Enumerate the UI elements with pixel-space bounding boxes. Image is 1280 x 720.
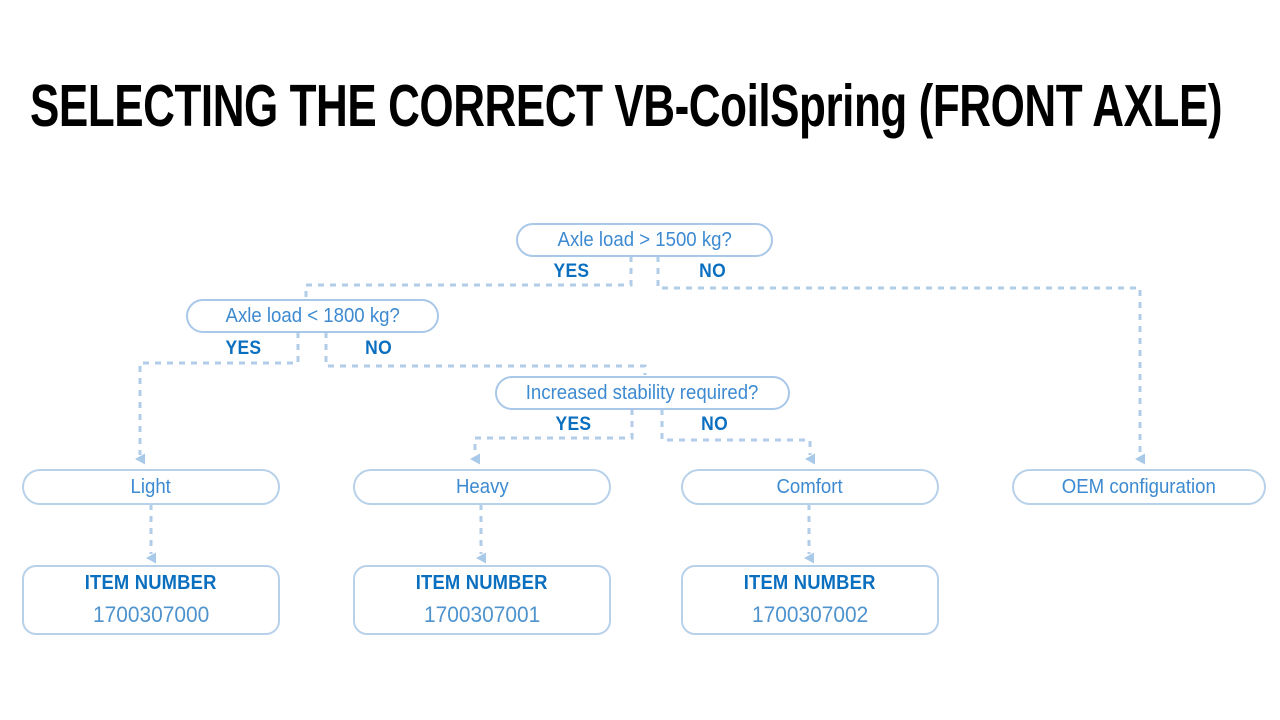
edge-d3-yes (470, 409, 634, 465)
branch-label-d2-no: NO (365, 338, 392, 359)
item-number-box-light[interactable]: ITEM NUMBER 1700307000 (22, 565, 280, 635)
item-number-heading: ITEM NUMBER (744, 572, 876, 594)
result-node-comfort[interactable]: Comfort (681, 469, 939, 505)
item-number-value: 1700307002 (751, 602, 869, 627)
edge-d1-no (656, 256, 1145, 465)
page-title: SELECTING THE CORRECT VB-CoilSpring (FRO… (30, 72, 1223, 140)
edge-d3-no (660, 409, 815, 465)
branch-label-d1-no: NO (699, 261, 726, 282)
item-number-value: 1700307001 (423, 602, 541, 627)
decision-label: Axle load < 1800 kg? (225, 305, 400, 327)
decision-node-axle-load-1800[interactable]: Axle load < 1800 kg? (186, 299, 439, 333)
branch-label-d3-yes: YES (555, 414, 592, 435)
item-number-box-heavy[interactable]: ITEM NUMBER 1700307001 (353, 565, 611, 635)
decision-label: Increased stability required? (526, 382, 759, 404)
result-node-oem-configuration[interactable]: OEM configuration (1012, 469, 1266, 505)
branch-label-d2-yes: YES (225, 338, 262, 359)
result-label: Comfort (776, 476, 844, 498)
branch-label-d1-yes: YES (553, 261, 590, 282)
decision-node-axle-load-1500[interactable]: Axle load > 1500 kg? (516, 223, 773, 257)
item-number-box-comfort[interactable]: ITEM NUMBER 1700307002 (681, 565, 939, 635)
result-label: Heavy (455, 476, 509, 498)
result-label: Light (130, 476, 172, 498)
decision-node-increased-stability[interactable]: Increased stability required? (495, 376, 790, 410)
edge-d2-yes (135, 332, 300, 465)
result-label: OEM configuration (1061, 476, 1217, 498)
item-number-heading: ITEM NUMBER (416, 572, 548, 594)
branch-label-d3-no: NO (701, 414, 728, 435)
result-node-light[interactable]: Light (22, 469, 280, 505)
result-node-heavy[interactable]: Heavy (353, 469, 611, 505)
decision-label: Axle load > 1500 kg? (557, 229, 732, 251)
item-number-value: 1700307000 (92, 602, 210, 627)
item-number-heading: ITEM NUMBER (85, 572, 217, 594)
